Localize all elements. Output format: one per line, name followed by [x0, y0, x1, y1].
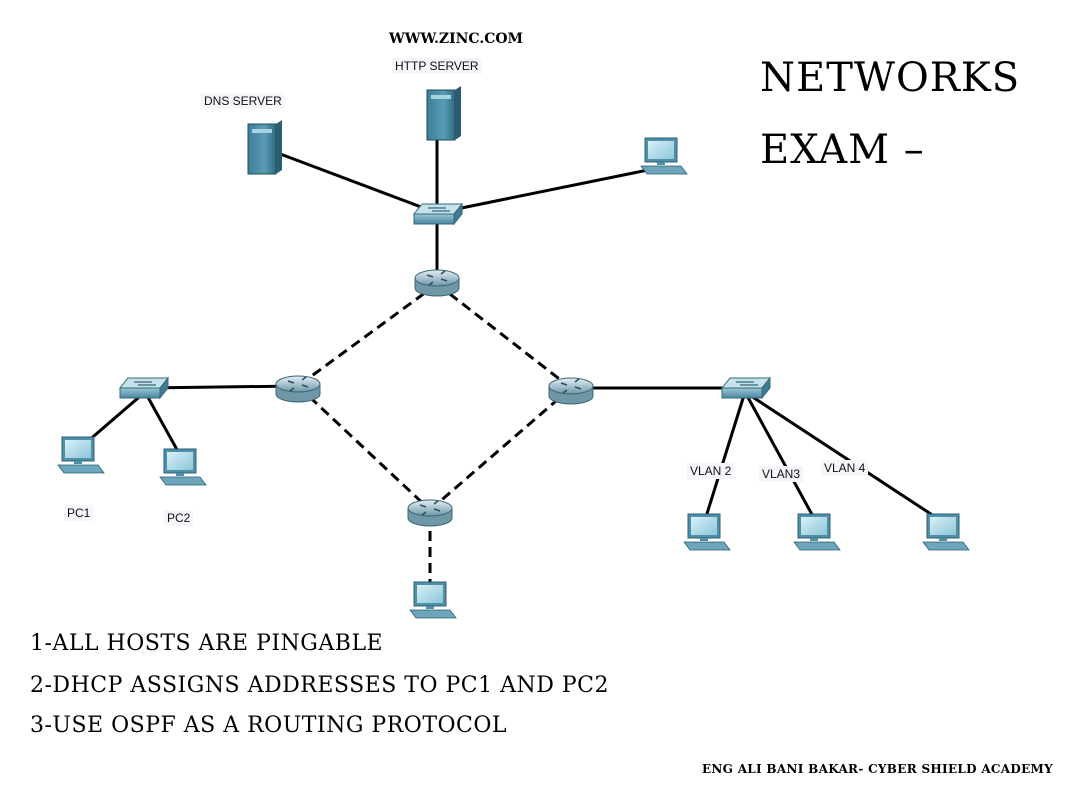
switch-right-icon[interactable]: [720, 376, 772, 400]
serial-left-bottom: [296, 384, 432, 512]
pc-vlan3-icon[interactable]: [793, 513, 841, 551]
router-left-icon[interactable]: [275, 375, 321, 403]
serial-top-right: [436, 282, 572, 390]
router-right-icon[interactable]: [548, 377, 594, 405]
link-dns-switch: [274, 150, 438, 215]
switch-top-icon[interactable]: [412, 202, 464, 226]
router-top-icon[interactable]: [414, 269, 460, 297]
vlan3-label: VLAN3: [759, 466, 804, 482]
serial-top-left: [297, 282, 438, 388]
title-line-1: NETWORKS: [760, 55, 1021, 101]
dns-server-label: DNS SERVER: [201, 93, 285, 109]
requirement-3: 3-USE OSPF AS A ROUTING PROTOCOL: [30, 713, 508, 738]
pc-vlan2-icon[interactable]: [683, 513, 731, 551]
links: [79, 140, 941, 522]
footer-credit: ENG ALI BANI BAKAR- CYBER SHIELD ACADEMY: [701, 762, 1053, 776]
link-vlan4-switch: [744, 390, 941, 522]
vlan4-label: VLAN 4: [821, 460, 869, 476]
requirement-1: 1-ALL HOSTS ARE PINGABLE: [30, 631, 384, 656]
dns-server-icon[interactable]: [247, 120, 282, 175]
link-pc-switch: [436, 168, 649, 215]
link-left-switch-router: [144, 384, 299, 390]
pc-top-right-icon[interactable]: [640, 137, 688, 175]
pc-bottom-icon[interactable]: [409, 581, 457, 619]
http-server-icon[interactable]: [426, 86, 461, 141]
serial-right-bottom: [429, 386, 572, 512]
switch-left-icon[interactable]: [118, 376, 170, 400]
pc2-label: PC2: [164, 510, 194, 526]
serial-links: [296, 282, 572, 590]
requirement-2: 2-DHCP ASSIGNS ADDRESSES TO PC1 AND PC2: [30, 673, 610, 698]
pc1-label: PC1: [64, 505, 94, 521]
site-label: WWW.ZINC.COM: [389, 31, 524, 47]
pc1-icon[interactable]: [57, 436, 105, 474]
pc2-icon[interactable]: [159, 448, 207, 486]
router-bottom-icon[interactable]: [407, 499, 453, 527]
pc-vlan4-icon[interactable]: [922, 513, 970, 551]
vlan2-label: VLAN 2: [687, 463, 735, 479]
link-vlan3-switch: [743, 391, 817, 521]
title-line-2: EXAM –: [760, 127, 925, 173]
link-vlan2-switch: [703, 391, 747, 521]
http-server-label: HTTP SERVER: [392, 58, 482, 74]
link-pc2-switch: [143, 391, 182, 456]
